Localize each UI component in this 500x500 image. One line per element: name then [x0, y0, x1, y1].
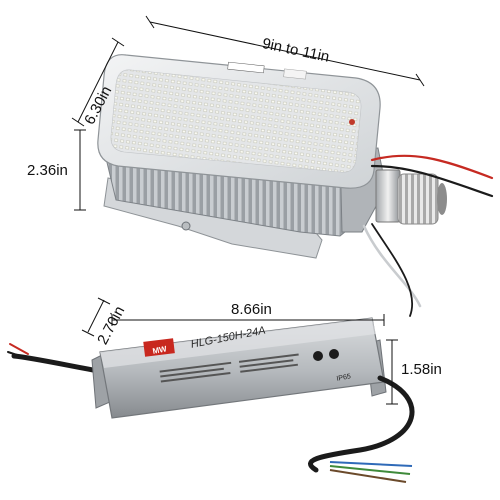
driver-height-label: 1.58in [401, 361, 442, 378]
led-retrofit-lamp [97, 54, 494, 317]
driver-output-cable [307, 375, 415, 473]
lamp-wires [362, 154, 494, 317]
driver-length-label: 8.66in [231, 301, 272, 318]
lamp-height-label: 2.36in [27, 162, 68, 179]
driver-input-cable [11, 353, 107, 375]
e39-socket [375, 169, 447, 225]
driver-brand-label [143, 338, 175, 357]
dimension-lines [71, 15, 425, 405]
led-driver [7, 317, 415, 483]
